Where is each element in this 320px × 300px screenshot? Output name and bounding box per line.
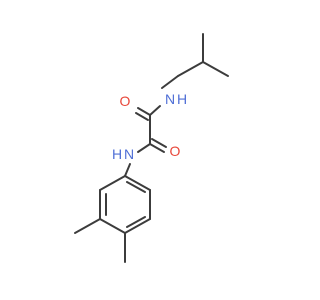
atom-h-lower: H bbox=[112, 146, 122, 162]
bond-n-ring bbox=[124, 163, 131, 177]
bond-carbonyl-n-lower bbox=[137, 143, 151, 153]
bond-carbonyl-o-lower-2 bbox=[151, 138, 167, 148]
bond-carbonyl-o-upper-2 bbox=[135, 112, 149, 121]
ring-inner-bond-3 bbox=[126, 181, 146, 193]
bond-methyl-3 bbox=[74, 218, 101, 234]
ring-bond-6 bbox=[124, 175, 151, 191]
bond-n-carbonyl-upper bbox=[149, 105, 161, 116]
ring-bond-3 bbox=[99, 218, 126, 234]
ring-inner-bond-2 bbox=[126, 216, 146, 228]
atom-o-lower: O bbox=[170, 143, 181, 159]
atom-n-upper: N bbox=[165, 91, 175, 107]
atom-o-upper: O bbox=[120, 93, 131, 109]
bond-carbonyl-o-upper-1 bbox=[137, 107, 151, 116]
bond-ch-ch2 bbox=[177, 61, 204, 77]
structure-canvas: N H O O H N bbox=[74, 33, 229, 263]
atom-n-lower: N bbox=[124, 146, 134, 162]
molecule-diagram: N H O O H N bbox=[74, 33, 229, 263]
ring-bond-4 bbox=[124, 218, 151, 234]
atom-h-upper: H bbox=[177, 91, 187, 107]
ring-bond-1 bbox=[99, 175, 126, 191]
bond-carbonyl-o-lower-1 bbox=[149, 143, 165, 153]
bond-ch-ch3-right bbox=[202, 61, 229, 77]
bond-ch2-n bbox=[161, 75, 179, 89]
